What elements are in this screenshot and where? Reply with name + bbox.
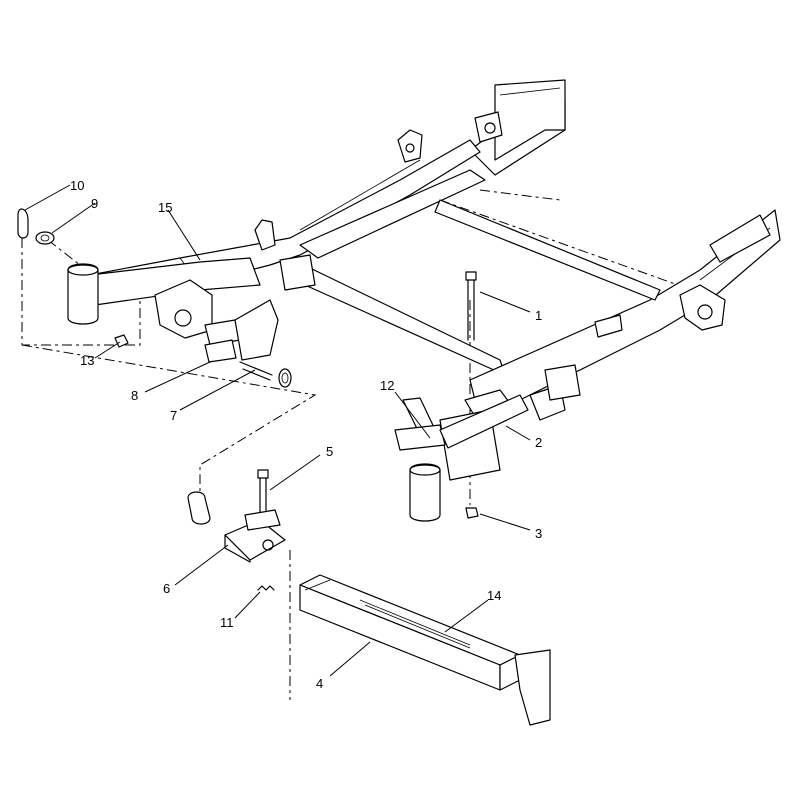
axle-reinforcement — [364, 604, 471, 649]
callout-6: 6 — [163, 581, 170, 596]
hinge-bracket — [187, 491, 286, 563]
callout-15: 15 — [158, 200, 172, 215]
callout-3: 3 — [535, 526, 542, 541]
callout-7: 7 — [170, 408, 177, 423]
callout-11: 11 — [220, 615, 234, 630]
bracket — [204, 299, 279, 363]
lynch-pin — [17, 208, 29, 239]
callout-5: 5 — [326, 444, 333, 459]
caster-fork-right — [394, 397, 446, 522]
bolt-with-washer — [239, 361, 292, 388]
callout-12: 12 — [380, 378, 394, 393]
callout-10: 10 — [70, 178, 84, 193]
front-axle-beam — [299, 574, 551, 726]
long-bolt — [465, 271, 477, 341]
washer — [35, 231, 55, 245]
frame-tube — [439, 394, 529, 449]
spring-pin — [257, 585, 275, 591]
callout-9: 9 — [91, 196, 98, 211]
nut-right — [465, 507, 479, 519]
caster-arm-left — [67, 257, 261, 346]
callout-4: 4 — [316, 676, 323, 691]
pin — [257, 469, 269, 516]
callout-14: 14 — [487, 588, 501, 603]
callout-1: 1 — [535, 308, 542, 323]
callout-13: 13 — [80, 353, 94, 368]
callout-2: 2 — [535, 435, 542, 450]
callout-8: 8 — [131, 388, 138, 403]
callouts: 1 2 3 4 5 6 7 8 9 10 11 12 13 14 15 — [70, 178, 542, 691]
leader-lines — [24, 184, 531, 677]
